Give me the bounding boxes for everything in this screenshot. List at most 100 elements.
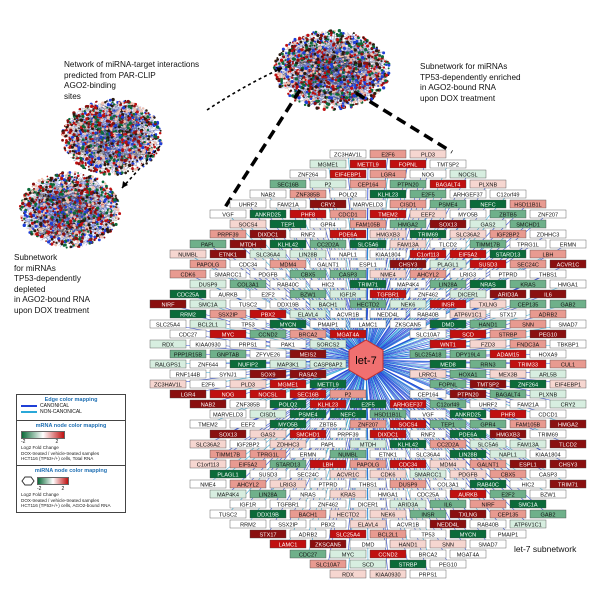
network-node-dot [307,95,311,98]
target-gene-label: SLC10A7 [416,332,440,338]
target-gene-node: MEX3B [489,369,527,378]
target-gene-label: ATP6V1C1 [454,312,482,318]
network-node-dot [113,207,117,211]
target-gene-label: E2F5 [361,402,374,408]
network-node-dot [49,178,53,182]
target-gene-box [229,199,267,209]
target-gene-node: HECTD2 [329,509,367,518]
network-node-dot [374,56,378,60]
target-gene-node: VGF [209,209,247,218]
target-gene-label: NRAS [480,282,496,288]
network-node-dot [104,192,108,195]
target-gene-node: SLC25A4 [149,319,187,328]
network-node-dot [100,210,102,213]
target-gene-box [409,149,447,159]
network-node-dot [318,46,322,50]
network-node-dot [77,219,81,223]
network-node-dot [344,72,348,76]
target-gene-node: UHRF2 [469,399,507,408]
target-gene-label: RAB40B [417,312,439,318]
target-gene-label: P2 [345,392,352,398]
network-node-dot [341,102,345,105]
network-node-dot [309,45,312,48]
target-gene-node: LAMC1 [269,539,307,548]
network-node-dot [114,129,118,133]
network-node-dot [115,115,118,118]
target-gene-box [389,179,427,189]
network-node-dot [293,44,297,48]
network-node-dot [60,241,64,244]
target-gene-node: METTL9 [349,159,387,168]
target-gene-node: FAM105B [509,419,547,428]
network-node-dot [124,101,127,104]
network-node-dot [354,67,358,71]
network-node-dot [99,222,103,226]
network-node-dot [81,145,85,149]
network-node-dot [330,96,334,100]
network-node-dot [287,92,290,95]
network-node-dot [84,199,88,203]
network-node-dot [38,201,41,204]
target-gene-node: NOCSL [449,169,487,178]
network-node-dot [126,126,130,130]
network-node-dot [370,80,374,84]
network-node-dot [341,55,344,58]
network-node-dot [353,86,357,89]
target-gene-node: SLC10A7 [409,329,447,338]
network-node-dot [105,114,108,117]
network-node-dot [343,46,346,49]
target-gene-node: SSX2IP [209,309,247,318]
network-node-dot [100,141,103,144]
network-node-dot [350,72,354,75]
target-gene-node: CC2D2A [429,439,467,448]
network-node-dot [72,143,76,147]
target-gene-node: BCL2L1 [189,319,227,328]
target-gene-node: ZNF264 [289,169,327,178]
target-gene-label: CEP135 [498,512,519,518]
network-node-dot [77,119,80,121]
network-node-dot [85,117,89,121]
target-gene-node: DUSP9 [189,279,227,288]
mirna-scale-max: 2 [61,486,65,492]
network-node-dot [109,190,112,194]
target-gene-node: COL3A1 [229,279,267,288]
target-gene-label: RRM2 [180,312,196,318]
network-node-dot [82,235,84,237]
network-node-dot [368,41,372,45]
network-node-dot [69,128,73,132]
network-node-dot [76,212,79,215]
target-gene-label: PLAGL1 [217,472,238,478]
network-node-dot [341,95,343,98]
target-gene-node: TXLNG [449,509,487,518]
network-node-dot [378,54,381,57]
network-node-dot [328,57,332,61]
target-gene-node: PMAIP1 [309,319,347,328]
network-node-dot [159,142,163,146]
network-node-dot [76,245,80,248]
target-gene-node: CASP8AP2 [309,359,347,368]
target-gene-label: LAMC1 [359,322,378,328]
target-gene-box [269,239,307,249]
target-gene-label: AHCYL2 [237,482,259,488]
network-node-dot [78,209,81,213]
target-gene-label: NOCSL [258,392,277,398]
network-node-dot [109,229,112,232]
network-node-dot [95,134,99,138]
target-gene-node: ACVR1B [389,519,427,528]
network-node-dot [325,38,328,41]
target-gene-node: CEP135 [489,509,527,518]
target-gene-label: MEIS2 [300,352,317,358]
network-node-dot [304,100,308,104]
target-gene-label: TIMM17B [476,242,501,248]
network-node-dot [23,217,26,220]
network-node-dot [71,175,74,178]
target-gene-label: PPP1R15B [174,352,203,358]
network-node-dot [116,142,119,146]
target-gene-label: GAS2 [261,432,276,438]
network-node-dot [54,178,58,182]
target-gene-node: LRIG3 [449,269,487,278]
network-node-dot [88,207,92,211]
target-gene-label: IGF1R [340,292,356,298]
target-gene-label: SLC36A2 [196,442,220,448]
